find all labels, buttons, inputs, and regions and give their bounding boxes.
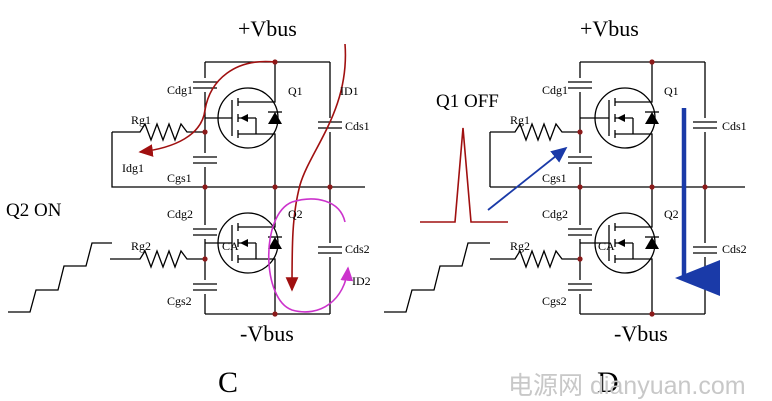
circuit-c: +Vbus -Vbus Q2 ON C Q1 Q2 Cdg1 Cgs1 Rg1 …: [6, 16, 371, 399]
gate-drive-waveform: [8, 242, 112, 313]
cds1-label-d: Cds1: [722, 119, 747, 133]
q1-label: Q1: [288, 84, 303, 98]
q2-label: Q2: [288, 207, 303, 221]
rg2-resistor: [110, 249, 205, 269]
state-label: Q2 ON: [6, 200, 62, 221]
ca-label-d: CA: [598, 239, 615, 253]
rg2-label-d: Rg2: [510, 239, 530, 253]
id2-current-loop: [268, 201, 354, 313]
idg1-current-arrow: [138, 60, 276, 157]
cds2-label-d: Cds2: [722, 242, 747, 256]
cdg1-label: Cdg1: [167, 83, 193, 97]
caption-label-d: D: [597, 366, 619, 399]
cdg1-label-d: Cdg1: [542, 83, 568, 97]
q1-label-d: Q1: [664, 84, 679, 98]
q1-off-pulse: [420, 127, 508, 223]
idg1-label: Idg1: [122, 161, 144, 175]
id1-label: ID1: [340, 84, 359, 98]
vbus-neg-label: -Vbus: [240, 321, 294, 346]
rg1-resistor: [112, 122, 205, 142]
rg1-label: Rg1: [131, 113, 151, 127]
cgs1-label: Cgs1: [167, 171, 192, 185]
cgs2-label-d: Cgs2: [542, 294, 567, 308]
coupling-arrow: [487, 146, 568, 211]
id2-label: ID2: [352, 274, 371, 288]
vbus-neg-label-d: -Vbus: [614, 321, 668, 346]
rg1-label-d: Rg1: [510, 113, 530, 127]
cgs1-label-d: Cgs1: [542, 171, 567, 185]
cdg2-label-d: Cdg2: [542, 207, 568, 221]
cdg2-label: Cdg2: [167, 207, 193, 221]
cgs2-label: Cgs2: [167, 294, 192, 308]
vbus-pos-label: +Vbus: [238, 16, 297, 41]
caption-label: C: [218, 366, 238, 399]
ca-label: CA: [222, 239, 239, 253]
rg2-label: Rg2: [131, 239, 151, 253]
id1-current-arrow: [285, 43, 347, 292]
vbus-pos-label-d: +Vbus: [580, 16, 639, 41]
cds2-label: Cds2: [345, 242, 370, 256]
watermark: 电源网 dianyuan.com: [508, 372, 746, 400]
cds1-label: Cds1: [345, 119, 370, 133]
state-label-d: Q1 OFF: [436, 91, 499, 112]
circuit-d: +Vbus -Vbus Q1 OFF D Q1 Q2 Cdg1 Cgs1 Rg1…: [384, 16, 747, 399]
q2-label-d: Q2: [664, 207, 679, 221]
